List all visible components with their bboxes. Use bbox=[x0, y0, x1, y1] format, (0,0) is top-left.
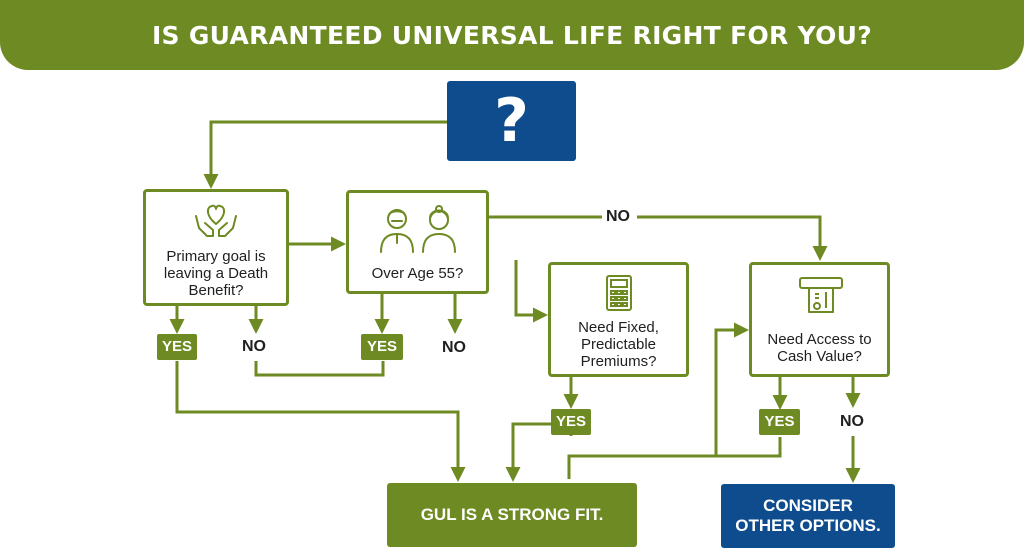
result-consider-other-options: CONSIDER OTHER OPTIONS. bbox=[721, 484, 895, 548]
result-gul-strong-fit: GUL IS A STRONG FIT. bbox=[387, 483, 637, 547]
title-banner: IS GUARANTEED UNIVERSAL LIFE RIGHT FOR Y… bbox=[0, 0, 1024, 70]
label-no-death-benefit: NO bbox=[238, 337, 270, 357]
label-yes-cash: YES bbox=[759, 409, 800, 435]
connector-cash-yes-join bbox=[716, 437, 782, 458]
connector-start-to-death-benefit bbox=[203, 120, 447, 189]
calculator-icon bbox=[606, 275, 632, 311]
page-title: IS GUARANTEED UNIVERSAL LIFE RIGHT FOR Y… bbox=[151, 20, 873, 50]
label-yes-death-benefit: YES bbox=[157, 334, 197, 360]
start-question-box: ? bbox=[447, 81, 576, 161]
connector-no-loop bbox=[254, 361, 385, 377]
connector-age-to-premiums bbox=[514, 260, 548, 323]
label-yes-age: YES bbox=[361, 334, 403, 360]
question-mark-icon: ? bbox=[494, 86, 529, 156]
decision-cash-value: Need Access to Cash Value? bbox=[749, 262, 890, 377]
connector-age-to-cash-2 bbox=[637, 215, 828, 261]
label-no-cash: NO bbox=[836, 412, 868, 432]
heart-hands-icon bbox=[195, 204, 237, 237]
decision-premiums-text: Need Fixed, Predictable Premiums? bbox=[578, 319, 659, 370]
connector-yes-to-gul bbox=[175, 361, 466, 482]
decision-death-benefit: Primary goal is leaving a Death Benefit? bbox=[143, 189, 289, 306]
label-yes-premiums: YES bbox=[551, 409, 591, 435]
decision-cash-value-text: Need Access to Cash Value? bbox=[767, 331, 872, 365]
decision-death-benefit-text: Primary goal is leaving a Death Benefit? bbox=[163, 248, 269, 299]
label-no-age: NO bbox=[438, 338, 470, 358]
elderly-couple-icon bbox=[380, 205, 456, 253]
atm-icon bbox=[799, 277, 843, 313]
decision-age-text: Over Age 55? bbox=[371, 265, 464, 282]
decision-age: Over Age 55? bbox=[346, 190, 489, 294]
decision-premiums: Need Fixed, Predictable Premiums? bbox=[548, 262, 689, 377]
label-no-age-right: NO bbox=[602, 207, 634, 227]
